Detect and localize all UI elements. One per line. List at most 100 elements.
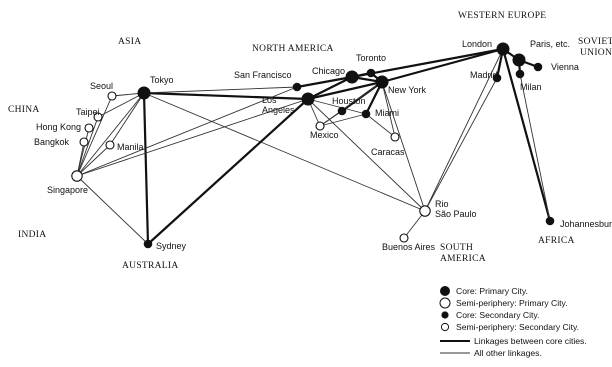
city-node-manila — [105, 140, 115, 150]
city-node-sydney — [143, 239, 153, 249]
link-chicago-london — [351, 47, 504, 79]
city-label-johannesburg: Johannesburg — [560, 219, 612, 229]
link-johannesburg-milan — [519, 73, 551, 222]
city-label-manila: Manila — [117, 142, 144, 152]
city-node-singapore — [71, 170, 83, 182]
legend-label-core-secondary: Core: Secondary City. — [456, 310, 539, 320]
region-south-america-line2: AMERICA — [440, 254, 486, 264]
city-node-los-angeles — [301, 92, 315, 106]
city-node-taipei — [93, 112, 103, 122]
city-node-miami — [361, 109, 371, 119]
link-london-johannesburg — [501, 48, 552, 222]
region-china: CHINA — [8, 105, 40, 115]
city-label-mexico: Mexico — [310, 130, 339, 140]
city-label-bangkok: Bangkok — [34, 137, 70, 147]
link-tokyo-taipei — [97, 92, 145, 118]
city-node-tokyo — [137, 86, 151, 100]
region-africa: AFRICA — [538, 236, 575, 246]
legend-label-other-link: All other linkages. — [474, 348, 542, 358]
link-los-angeles-new-york — [307, 80, 383, 101]
link-los-angeles-chicago — [307, 76, 353, 100]
link-rio-sao-paulo-london — [424, 48, 504, 212]
city-node-new-york — [375, 75, 389, 89]
region-soviet-union-line1: SOVIET — [578, 37, 612, 47]
link-tokyo-sydney — [142, 92, 150, 245]
link-tokyo-rio-sao-paulo — [143, 92, 426, 212]
legend-symbol-core-secondary — [441, 311, 449, 319]
link-singapore-los-angeles — [76, 98, 309, 177]
city-node-rio-sao-paulo — [419, 205, 431, 217]
city-label-chicago: Chicago — [312, 66, 345, 76]
link-new-york-london — [381, 47, 504, 84]
city-label-houston: Houston — [332, 96, 366, 106]
city-label-new-york: New York — [388, 85, 427, 95]
city-label-toronto: Toronto — [356, 53, 386, 63]
city-node-toronto — [366, 68, 376, 78]
city-label-madrid: Madrid — [470, 70, 498, 80]
cities-layer — [71, 42, 555, 249]
legend-label-semi-secondary: Semi-periphery: Secondary City. — [456, 322, 579, 332]
city-node-madrid — [492, 73, 502, 83]
city-node-mexico — [315, 121, 325, 131]
region-western-europe: WESTERN EUROPE — [458, 11, 546, 21]
link-singapore-sydney — [76, 175, 149, 245]
city-label-paris: Paris, etc. — [530, 39, 570, 49]
link-sydney-los-angeles — [147, 98, 309, 245]
region-asia: ASIA — [118, 37, 141, 47]
city-label-taipei: Taipei — [76, 107, 100, 117]
city-node-london — [496, 42, 510, 56]
city-label-london: London — [462, 39, 492, 49]
region-south-america-line1: SOUTH — [440, 243, 473, 253]
legend: Core: Primary City. Semi-periphery: Prim… — [439, 286, 587, 358]
link-rio-sao-paulo-madrid — [424, 77, 498, 212]
link-los-angeles-miami — [307, 98, 367, 115]
legend-label-core-link: Linkages between core cities. — [474, 336, 587, 346]
link-seoul-singapore — [76, 95, 113, 177]
city-label-seoul: Seoul — [90, 81, 113, 91]
city-label-singapore: Singapore — [47, 185, 88, 195]
city-label-miami: Miami — [375, 108, 399, 118]
city-label-san-francisco: San Francisco — [234, 70, 292, 80]
region-india: INDIA — [18, 230, 46, 240]
city-label-vienna: Vienna — [551, 62, 579, 72]
city-node-johannesburg — [545, 216, 555, 226]
region-australia: AUSTRALIA — [122, 261, 179, 271]
link-new-york-rio-sao-paulo — [381, 81, 426, 212]
city-label-tokyo: Tokyo — [150, 75, 174, 85]
city-node-milan — [515, 69, 525, 79]
city-node-paris — [512, 53, 526, 67]
link-new-york-caracas — [381, 81, 396, 138]
city-node-seoul — [107, 91, 117, 101]
legend-symbol-semi-secondary — [440, 322, 450, 332]
legend-symbol-semi-primary — [439, 297, 451, 309]
city-node-caracas — [390, 132, 400, 142]
city-label-caracas: Caracas — [371, 147, 405, 157]
link-san-francisco-chicago — [296, 75, 353, 89]
city-node-bangkok — [79, 137, 89, 147]
city-node-houston — [337, 106, 347, 116]
city-label-buenos-aires: Buenos Aires — [382, 242, 436, 252]
link-miami-caracas — [365, 113, 396, 138]
legend-label-semi-primary: Semi-periphery: Primary City. — [456, 298, 568, 308]
link-tokyo-los-angeles — [143, 91, 309, 101]
region-soviet-union-line2: UNION — [580, 48, 612, 58]
city-node-chicago — [345, 70, 359, 84]
link-taipei-singapore — [76, 116, 99, 177]
link-tokyo-singapore — [76, 92, 145, 177]
region-labels: ASIA NORTH AMERICA WESTERN EUROPE SOVIET… — [8, 11, 612, 271]
city-node-vienna — [533, 62, 543, 72]
region-north-america: NORTH AMERICA — [252, 44, 334, 54]
legend-symbol-core-primary — [440, 286, 450, 296]
legend-label-core-primary: Core: Primary City. — [456, 286, 528, 296]
link-tokyo-san-francisco — [143, 86, 298, 94]
city-node-hong-kong — [84, 123, 94, 133]
city-label-hong-kong: Hong Kong — [36, 122, 81, 132]
link-manila-singapore — [76, 144, 111, 177]
city-node-buenos-aires — [399, 233, 409, 243]
city-node-san-francisco — [292, 82, 302, 92]
city-label-milan: Milan — [520, 82, 542, 92]
